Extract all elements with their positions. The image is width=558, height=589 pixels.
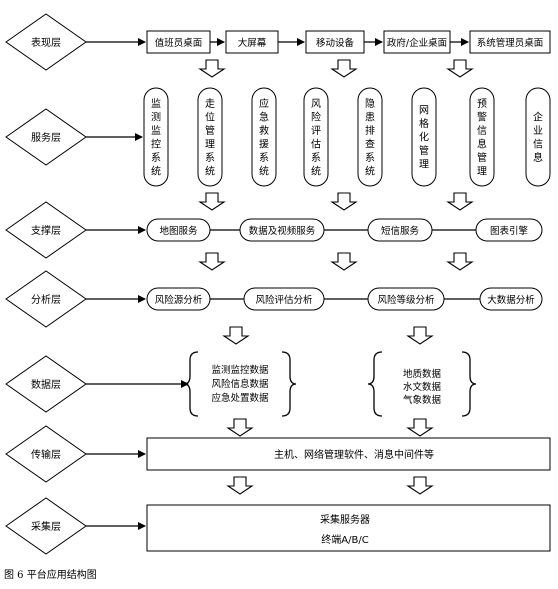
analysis-pill: 风险评估分析 [243,287,325,311]
service-pill: 走位管理系统 [197,87,223,187]
data-item: 气象数据 [403,394,442,406]
analysis-label: 风险等级分析 [377,294,435,306]
service-label: 隐患排查系统 [365,98,375,178]
support-pill: 图表引擎 [475,218,543,242]
presentation-label: 值班员桌面 [155,37,203,49]
down-arrow-icon [226,418,254,437]
presentation-label: 移动设备 [316,37,355,49]
service-label: 应急救援系统 [259,97,269,178]
layer-label: 分析层 [31,293,61,306]
presentation-box: 移动设备 [305,30,365,54]
data-row: 监测监控数据 风险信息数据 应急处置数据 地质数据 水文数据 气象数据 [183,351,477,417]
presentation-box: 系统管理员桌面 [469,30,551,54]
analysis-label: 风险评估分析 [255,294,313,306]
service-label: 企业信息 [533,110,543,164]
analysis-pill: 风险等级分析 [367,287,445,311]
service-pill: 应急救援系统 [251,87,277,187]
support-pill: 数据及视频服务 [239,218,325,242]
service-pill: 预警信息管理 [469,87,495,187]
support-pill: 短信服务 [367,218,433,242]
presentation-label: 大屏幕 [238,37,267,49]
layer-analysis: 分析层 [5,270,87,328]
presentation-box: 值班员桌面 [146,30,211,54]
layer-support: 支撑层 [5,201,87,259]
analysis-label: 大数据分析 [487,294,535,306]
down-arrow-icon [406,418,434,437]
service-label: 风险评估系统 [311,98,321,178]
service-pill: 隐患排查系统 [357,87,383,187]
presentation-label: 系统管理员桌面 [477,37,544,49]
analysis-pill: 大数据分析 [479,287,543,311]
presentation-row: 值班员桌面 大屏幕 移动设备 政府/企业桌面 系统管理员桌面 [146,30,551,54]
figure-caption: 图 6 平台应用结构图 [4,568,97,581]
support-label: 数据及视频服务 [249,225,316,237]
data-item: 监测监控数据 [211,364,269,376]
support-row: 地图服务 数据及视频服务 短信服务 图表引擎 [146,218,543,242]
support-label: 短信服务 [381,225,420,237]
service-label: 监测监控系统 [151,97,161,178]
support-label: 地图服务 [159,225,198,237]
down-arrow-icon [222,326,250,345]
down-arrow-icon [446,59,474,78]
layer-label: 服务层 [31,131,61,144]
down-arrow-icon [406,326,434,345]
layer-service: 服务层 [5,108,87,166]
layer-label: 传输层 [31,448,61,461]
layer-presentation: 表现层 [5,13,87,71]
support-label: 图表引擎 [490,225,529,237]
down-arrow-icon [198,252,226,271]
support-pill: 地图服务 [146,218,211,242]
layer-label: 表现层 [31,36,61,49]
layer-label: 数据层 [31,378,61,391]
collection-label-2: 终端A/B/C [321,533,368,546]
connectors [86,38,480,530]
collection-label-1: 采集服务器 [320,513,370,526]
presentation-box: 政府/企业桌面 [383,30,451,54]
analysis-label: 风险源分析 [155,294,203,306]
down-arrow-icon [330,252,358,271]
service-label: 网格化管理 [419,105,429,171]
data-group-left: 监测监控数据 风险信息数据 应急处置数据 [183,351,297,417]
presentation-label: 政府/企业桌面 [387,37,447,49]
layer-transport: 传输层 [5,425,87,483]
analysis-pill: 风险源分析 [146,287,211,311]
down-arrow-icon [330,192,358,211]
down-arrow-icon [226,476,254,495]
down-arrow-icon [446,192,474,211]
data-item: 水文数据 [403,381,442,393]
service-pill: 风险评估系统 [303,87,329,187]
transport-box: 主机、网络管理软件、消息中间件等 [146,437,551,471]
service-pill: 监测监控系统 [143,87,169,187]
layer-collection: 采集层 [5,497,87,555]
layer-label: 采集层 [31,520,61,533]
layer-data: 数据层 [5,355,87,413]
layer-label: 支撑层 [31,224,61,237]
presentation-box: 大屏幕 [225,30,279,54]
down-arrow-icon [406,476,434,495]
analysis-row: 风险源分析 风险评估分析 风险等级分析 大数据分析 [146,287,543,311]
data-item: 风险信息数据 [211,378,269,390]
service-pill: 企业信息 [525,87,551,187]
collection-box: 采集服务器 终端A/B/C [146,504,551,552]
service-row: 监测监控系统 走位管理系统 应急救援系统 风险评估系统 隐患排查系统 网格化管理… [143,87,551,187]
down-arrow-icon [330,59,358,78]
service-pill: 网格化管理 [411,87,437,187]
down-arrow-icon [446,252,474,271]
data-item: 地质数据 [403,368,442,380]
down-arrow-icon [198,59,226,78]
layer-diamonds: 表现层 服务层 支撑层 分析层 数据层 传输层 采集层 [5,13,87,555]
service-label: 走位管理系统 [205,98,215,178]
data-group-right: 地质数据 水文数据 气象数据 [367,351,477,417]
service-label: 预警信息管理 [477,98,487,178]
down-arrow-icon [198,192,226,211]
transport-label: 主机、网络管理软件、消息中间件等 [274,448,434,461]
hollow-arrows [198,59,474,495]
data-item: 应急处置数据 [211,392,269,404]
